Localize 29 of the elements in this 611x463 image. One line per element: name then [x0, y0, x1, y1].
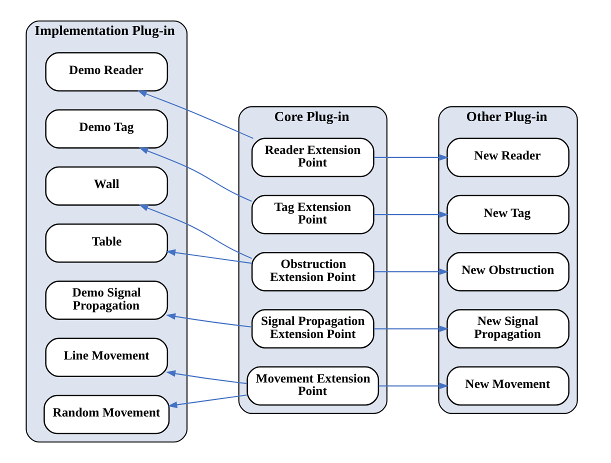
node-box: New Reader: [446, 138, 569, 178]
arrow: [373, 268, 448, 276]
arrow: [378, 382, 448, 390]
node-box: Demo Signal Propagation: [44, 280, 168, 320]
node-box: Demo Reader: [44, 52, 168, 92]
node-box: Demo Tag: [44, 109, 168, 149]
node-box: Line Movement: [44, 338, 168, 378]
arrow: [138, 204, 252, 259]
arrow: [373, 154, 448, 161]
arrow: [165, 313, 252, 328]
node-box: Obstruction Extension Point: [250, 252, 374, 292]
node-box: Movement Extension Point: [246, 366, 379, 406]
arrow: [167, 394, 247, 408]
node-box: Table: [44, 223, 168, 263]
node-box: Random Movement: [43, 394, 170, 434]
arrow: [165, 370, 247, 384]
arrow: [373, 211, 448, 218]
arrow: [165, 249, 252, 264]
node-box: New Movement: [446, 366, 569, 406]
arrow: [136, 90, 253, 139]
node-box: New Obstruction: [446, 252, 569, 292]
node-box: New Tag: [446, 194, 569, 234]
node-box: Tag Extension Point: [250, 194, 374, 234]
node-box: New Signal Propagation: [446, 309, 569, 348]
arrow: [138, 147, 252, 202]
node-box: Reader Extension Point: [250, 138, 374, 178]
arrow: [373, 325, 448, 332]
node-box: Signal Propagation Extension Point: [250, 309, 374, 348]
node-box: Wall: [44, 166, 168, 206]
